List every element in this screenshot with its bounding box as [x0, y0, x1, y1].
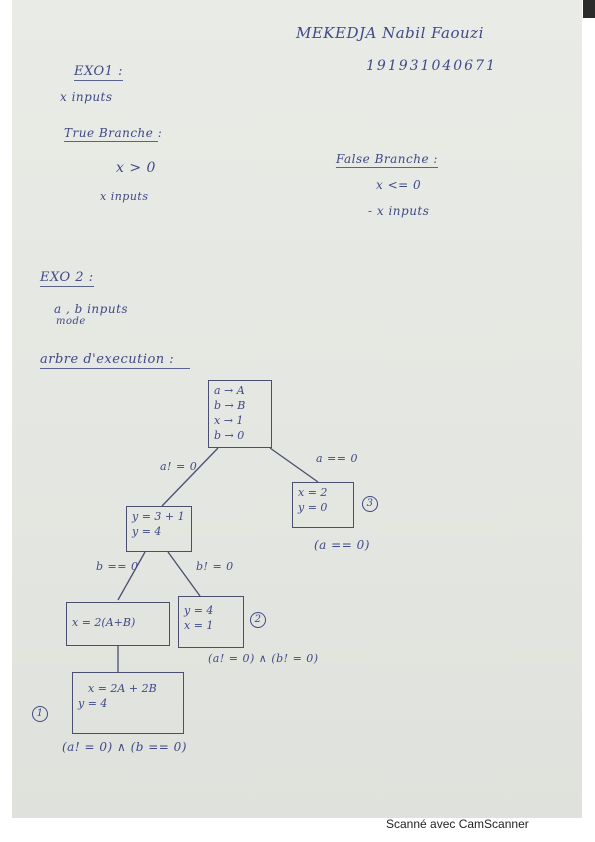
- exo2-title: EXO 2 :: [40, 270, 94, 287]
- true-branch-cond: x > 0: [116, 160, 156, 176]
- false-branch-title: False Branche :: [336, 152, 438, 168]
- right-line: y = 0: [298, 501, 328, 514]
- edge-label-left-right: b! = 0: [196, 560, 234, 573]
- root-line: a → A: [214, 384, 245, 397]
- student-name: MEKEDJA Nabil Faouzi: [296, 24, 484, 42]
- mark-right-number: 3: [362, 496, 378, 512]
- edge-label-root-left: a! = 0: [160, 460, 198, 473]
- mark-left-right-number: 2: [250, 612, 266, 628]
- edge-left-right-line: [167, 551, 201, 597]
- path-bottom: (a! = 0) ∧ (b == 0): [62, 740, 187, 754]
- scanned-page: [12, 0, 582, 818]
- left-right-line: x = 1: [184, 619, 214, 632]
- left-left-line: x = 2(A+B): [72, 616, 136, 629]
- false-branch-action: - x inputs: [368, 204, 430, 218]
- tree-title: arbre d'execution :: [40, 352, 190, 369]
- edge-root-right-line: [269, 447, 319, 483]
- student-id: 191931040671: [366, 58, 497, 74]
- tree-node-bottom: x = 2A + 2B y = 4: [72, 672, 184, 734]
- mark-bottom: 1: [32, 706, 48, 722]
- root-line: b → B: [214, 399, 246, 412]
- right-line: x = 2: [298, 486, 328, 499]
- exo2-inputs-sub: mode: [56, 316, 86, 327]
- true-branch-action: x inputs: [100, 190, 149, 203]
- root-line: b → 0: [214, 429, 245, 442]
- false-branch-cond: x <= 0: [376, 178, 422, 192]
- tree-node-right: x = 2 y = 0: [292, 482, 354, 528]
- true-branch-title: True Branche :: [64, 126, 163, 142]
- tree-node-left-right: y = 4 x = 1: [178, 596, 244, 648]
- edge-label-left-left: b == 0: [96, 560, 139, 573]
- scanner-footer: Scanné avec CamScanner: [386, 817, 529, 831]
- exo1-input-line: x inputs: [60, 90, 113, 104]
- path-left-right: (a! = 0) ∧ (b! = 0): [208, 652, 319, 665]
- mark-left-right: 2: [250, 612, 266, 628]
- left-line: y = 4: [132, 525, 162, 538]
- scan-corner: [583, 0, 595, 18]
- left-right-line: y = 4: [184, 604, 214, 617]
- tree-node-root: a → A b → B x → 1 b → 0: [208, 380, 272, 448]
- edge-root-left-line: [161, 447, 219, 507]
- edge-left-left-line: [117, 551, 146, 601]
- bottom-line: x = 2A + 2B: [88, 682, 157, 695]
- path-right: (a == 0): [314, 538, 370, 552]
- tree-node-left-left: x = 2(A+B): [66, 602, 170, 646]
- bottom-line: y = 4: [78, 697, 108, 710]
- edge-label-root-right: a == 0: [316, 452, 358, 465]
- root-line: x → 1: [214, 414, 244, 427]
- mark-right: 3: [362, 496, 378, 512]
- exo2-inputs: a , b inputs: [54, 302, 129, 316]
- exo1-title: EXO1 :: [74, 64, 123, 81]
- left-line: y = 3 + 1: [132, 510, 185, 523]
- tree-node-left: y = 3 + 1 y = 4: [126, 506, 192, 552]
- mark-bottom-number: 1: [32, 706, 48, 722]
